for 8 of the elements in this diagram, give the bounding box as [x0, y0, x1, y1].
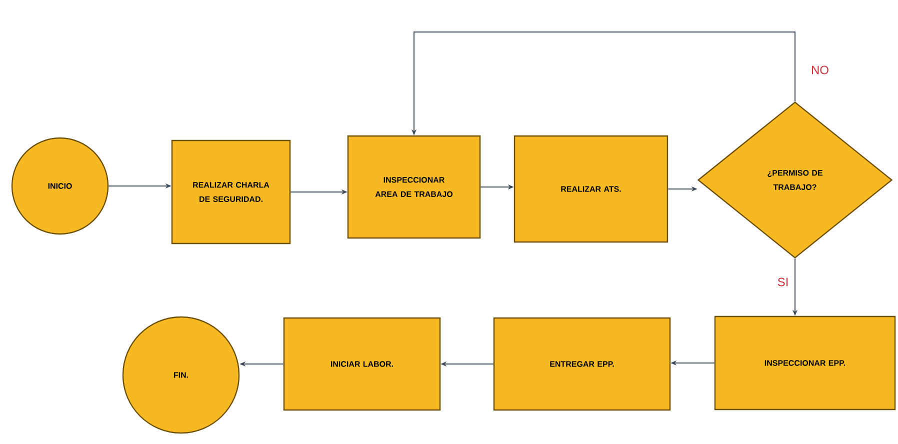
- edge-label: SI: [778, 278, 788, 286]
- process-box: REALIZAR ATS.: [514, 135, 668, 243]
- process-box: INSPECCIONAR EPP.: [714, 316, 896, 410]
- process-box: INSPECCIONAR AREA DE TRABAJO: [347, 135, 481, 239]
- process-box: ENTREGAR EPP.: [493, 317, 671, 411]
- edge-label: NO: [812, 66, 828, 74]
- process-box: REALIZAR CHARLA DE SEGURIDAD.: [171, 140, 291, 244]
- process-box: INICIAR LABOR.: [283, 317, 441, 411]
